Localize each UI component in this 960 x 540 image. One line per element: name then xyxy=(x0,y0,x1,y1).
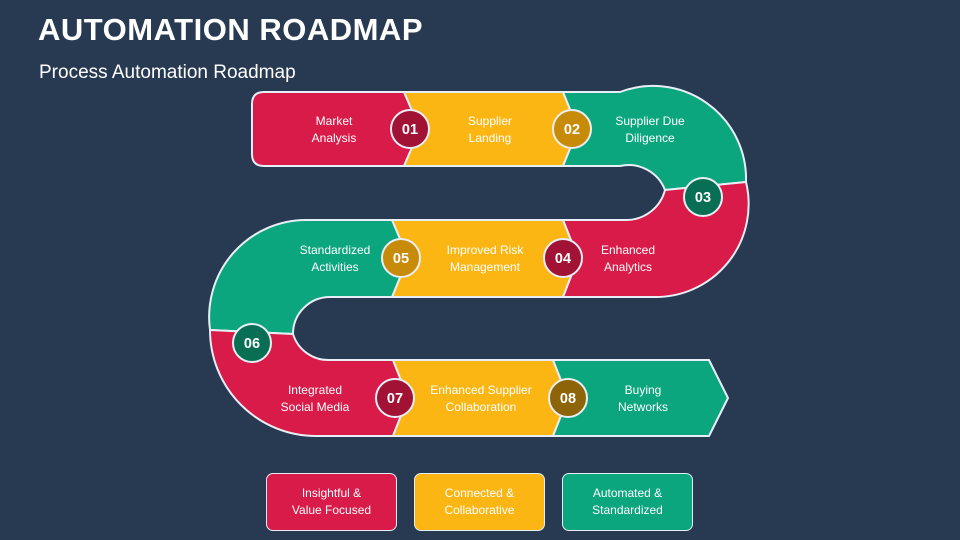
legend-line: Standardized xyxy=(592,503,663,517)
step-04-badge: 04 xyxy=(543,238,583,278)
step-03-number: 03 xyxy=(695,190,711,206)
step-03-badge: 03 xyxy=(683,177,723,217)
step-02-number: 02 xyxy=(564,122,580,138)
step-06-badge: 06 xyxy=(232,323,272,363)
legend-line: Value Focused xyxy=(291,503,372,517)
segment-market-analysis xyxy=(251,91,421,167)
step-04-number: 04 xyxy=(555,251,571,267)
step-05-badge: 05 xyxy=(381,238,421,278)
legend-automated-standardized: Automated & Standardized xyxy=(562,473,693,531)
legend-insightful-value-focused: Insightful & Value Focused xyxy=(266,473,397,531)
slide-subtitle: Process Automation Roadmap xyxy=(39,62,296,83)
step-02-badge: 02 xyxy=(552,109,592,149)
step-06-number: 06 xyxy=(244,336,260,352)
step-01-badge: 01 xyxy=(390,109,430,149)
step-07-number: 07 xyxy=(387,391,403,407)
step-01-number: 01 xyxy=(402,122,418,138)
legend-connected-collaborative: Connected & Collaborative xyxy=(414,473,545,531)
segment-enhanced-supplier-collaboration xyxy=(392,359,569,437)
slide-title: AUTOMATION ROADMAP xyxy=(38,12,423,47)
step-08-number: 08 xyxy=(560,391,576,407)
legend-line: Automated & xyxy=(592,486,663,500)
segment-supplier-due-diligence xyxy=(562,84,748,191)
segment-standardized-activities xyxy=(208,219,409,335)
step-07-badge: 07 xyxy=(375,378,415,418)
legend-line: Insightful & xyxy=(301,486,362,500)
step-08-badge: 08 xyxy=(548,378,588,418)
legend-line: Connected & xyxy=(444,486,515,500)
step-05-number: 05 xyxy=(393,251,409,267)
legend-line: Collaborative xyxy=(444,503,515,517)
segment-supplier-landing xyxy=(403,91,579,167)
